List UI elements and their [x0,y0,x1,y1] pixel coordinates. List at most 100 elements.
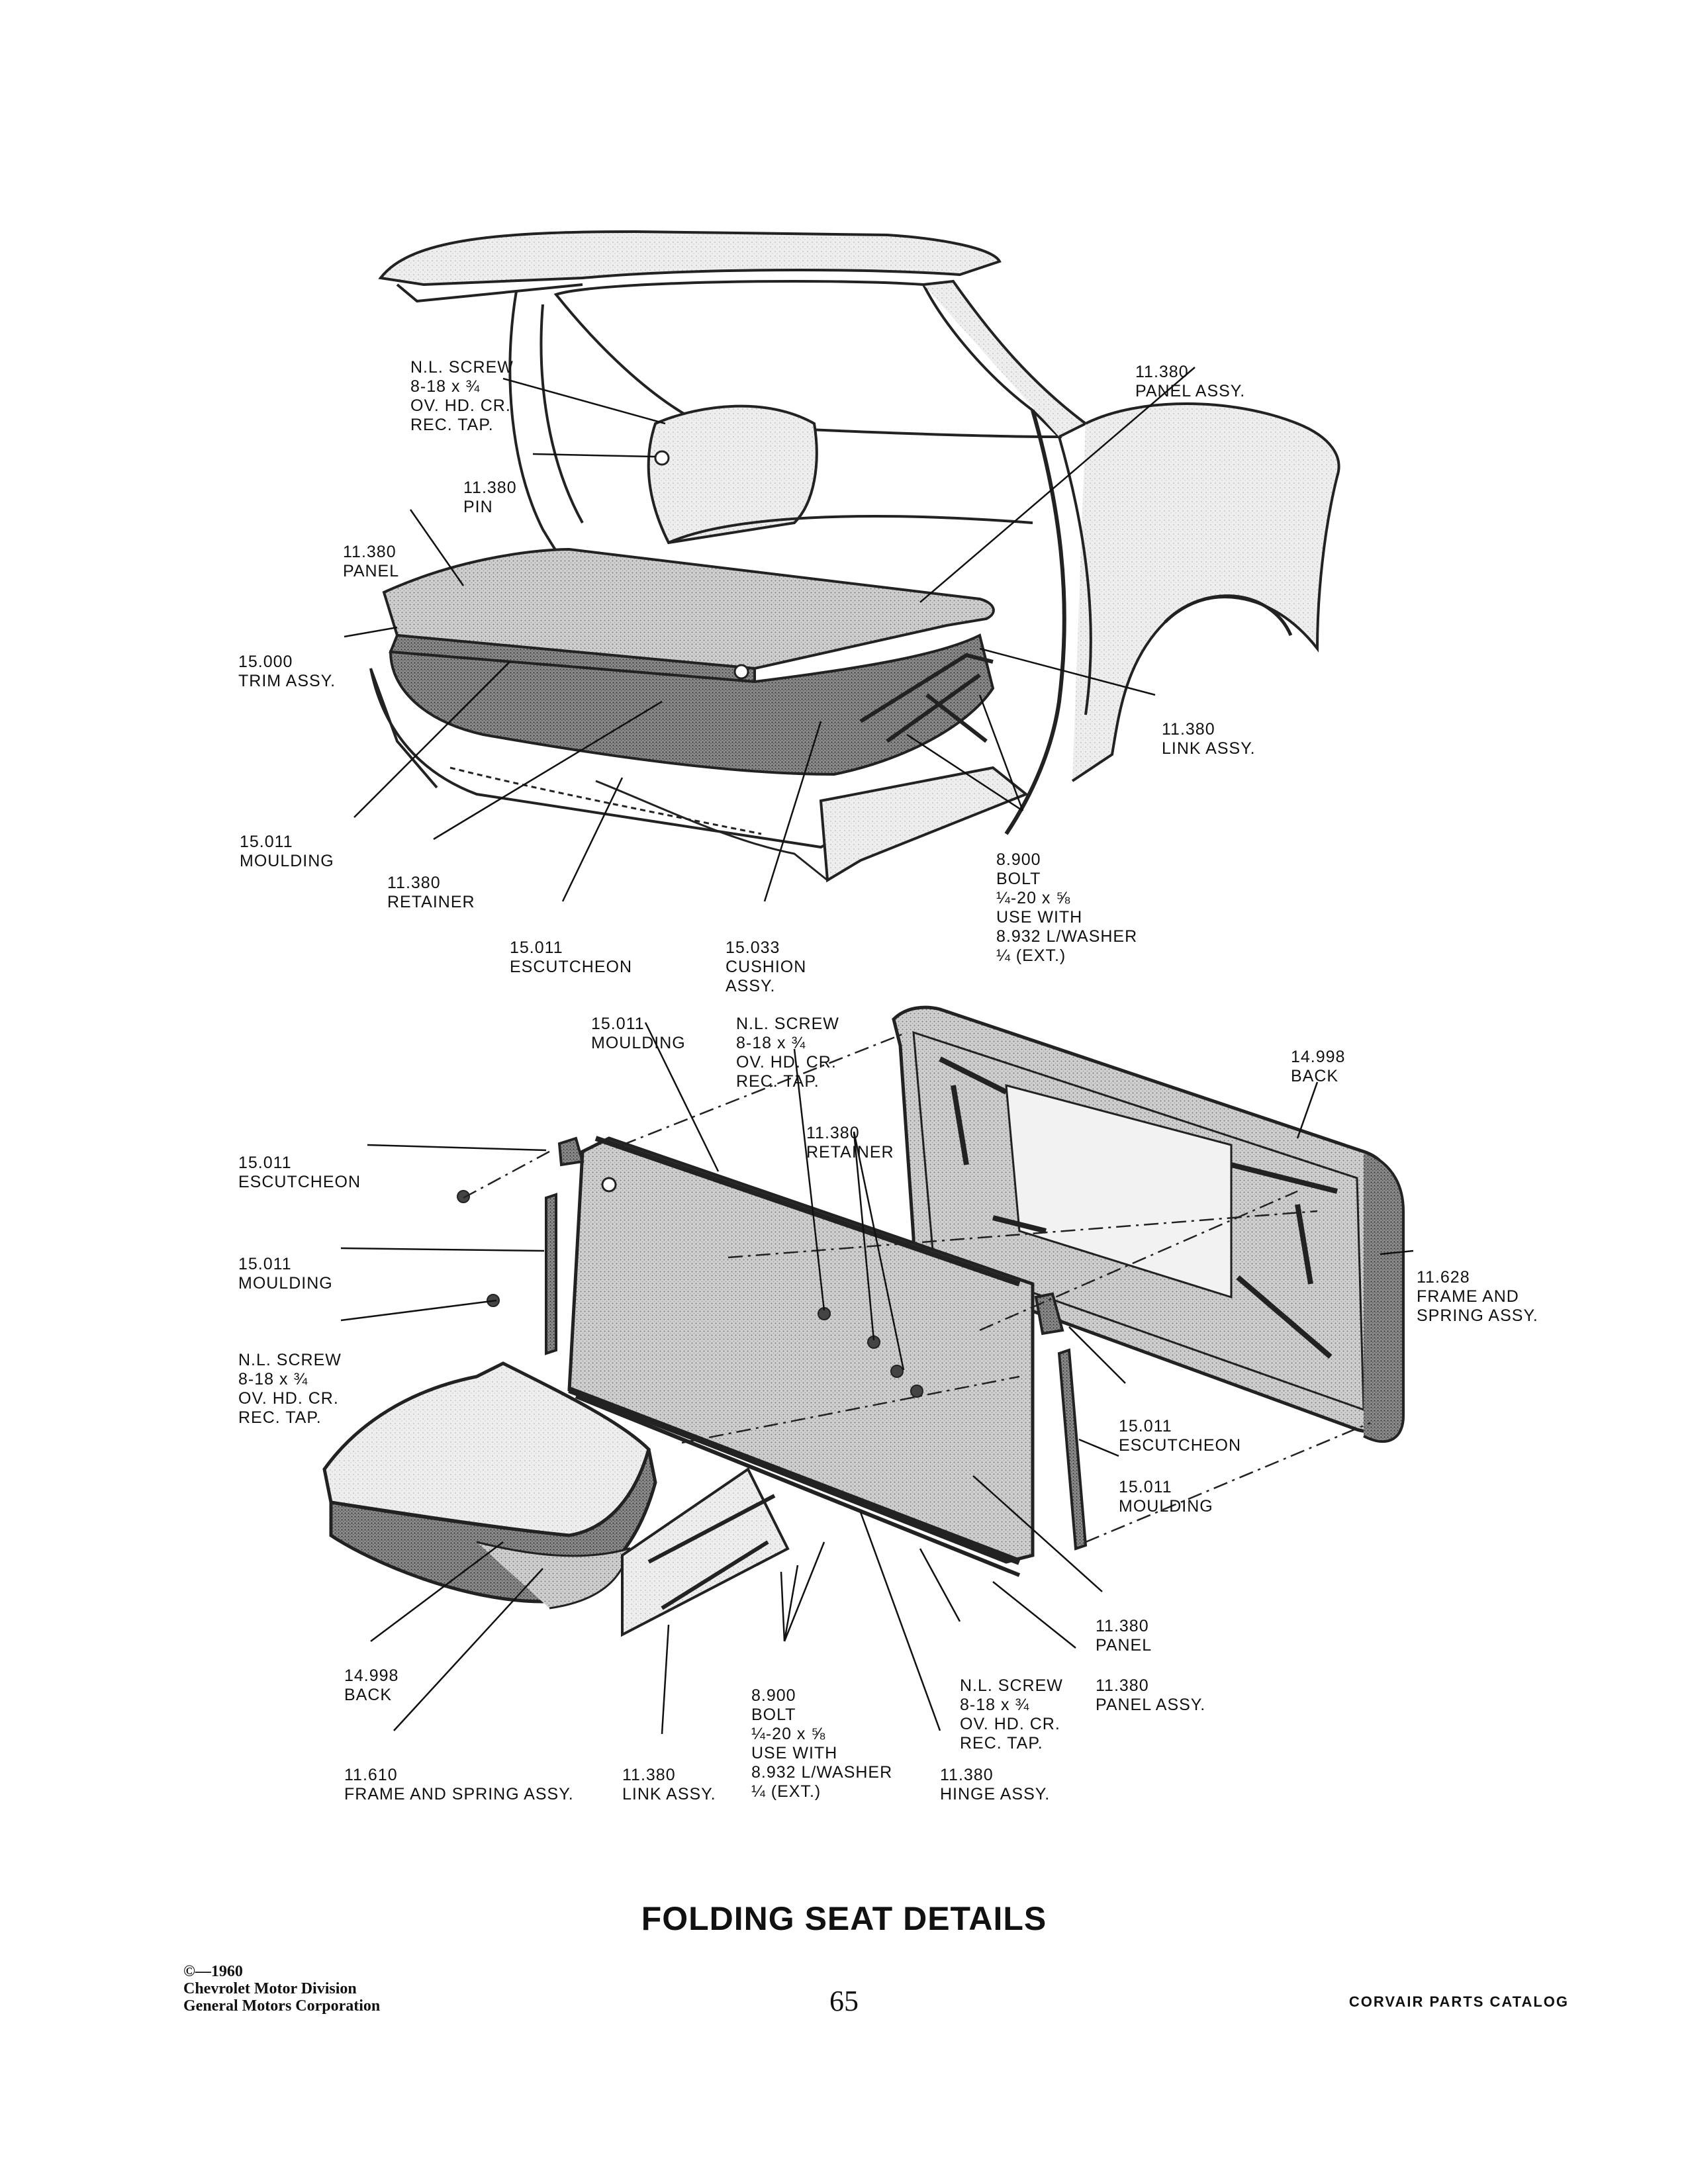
callout-code: 15.011 [591,1015,645,1033]
callout-code: 11.380 [463,478,517,497]
callout-label: HINGE ASSY. [940,1785,1051,1803]
callout-code: 11.380 [806,1124,860,1142]
callout-label: LINK ASSY. [622,1785,716,1803]
link-mechanism-upper [654,450,994,743]
left-moulding-lower [545,1136,585,1355]
callout-label: 8-18 x ¾ OV. HD. CR. REC. TAP. [960,1696,1060,1752]
sill-end-cap [819,766,1029,883]
callout-label: CUSHION ASSY. [726,958,807,995]
callout-label: FRAME AND SPRING ASSY. [1417,1287,1538,1325]
callout-label: MOULDING [1119,1497,1213,1516]
hinge-and-link-lower [568,1387,1021,1637]
panel-assy-lower [457,1136,1035,1577]
seat-back-and-frame-lower [322,1361,657,1610]
callout-label: MOULDING [240,852,334,870]
copyright-block: ©—1960 Chevrolet Motor Division General … [183,1963,380,2015]
callout-code: 15.000 [238,653,293,671]
callout-label: 8-18 x ¾ OV. HD. CR. REC. TAP. [238,1370,339,1427]
callout-code: 11.380 [387,874,441,892]
page-number: 65 [829,1985,859,2017]
callout-label: PIN [463,498,493,516]
callout-code: N.L. SCREW [736,1015,839,1033]
callout-code: 15.011 [510,938,563,957]
callout-code: 11.380 [622,1766,676,1784]
callout-label: 8-18 x ¾ OV. HD. CR. REC. TAP. [736,1034,837,1091]
leader-lines [340,367,1414,1735]
callout-code: 15.011 [1119,1478,1172,1496]
callout-code: 11.380 [1162,720,1215,739]
callout-code: 15.011 [238,1255,292,1273]
seat-back-panel-upper [382,547,995,684]
callout-label: ESCUTCHEON [510,958,633,976]
callout-code: 15.011 [238,1154,292,1172]
callout-label: BACK [344,1686,393,1704]
assembly-guide-lines [463,1031,1371,1543]
callout-code: 11.610 [344,1766,398,1784]
callout-code: 14.998 [344,1666,399,1685]
catalog-name: CORVAIR PARTS CATALOG [1348,1993,1569,2010]
callout-code: 11.628 [1417,1268,1470,1287]
car-body-upper-view [378,230,1340,835]
copyright-line: Chevrolet Motor Division [183,1980,357,1997]
callout-label: RETAINER [806,1143,894,1161]
callout-code: 11.380 [940,1766,994,1784]
callout-code: 15.033 [726,938,780,957]
callout-code: 11.380 [343,543,397,561]
callout-label: BOLT ¼-20 x ⅝ USE WITH 8.932 L/WASHER ¼ … [751,1706,893,1801]
callout-label: MOULDING [238,1274,333,1293]
callout-label: BOLT ¼-20 x ⅝ USE WITH 8.932 L/WASHER ¼ … [996,870,1138,965]
callout-label: TRIM ASSY. [238,672,336,690]
callout-code: N.L. SCREW [238,1351,342,1369]
callout-code: 14.998 [1291,1048,1346,1066]
callout-code: 15.011 [240,833,293,851]
callout-label: RETAINER [387,893,475,911]
callout-label: PANEL [343,562,400,580]
callout-code: 15.011 [1119,1417,1172,1435]
callout-code: N.L. SCREW [410,358,514,377]
callout-code: N.L. SCREW [960,1676,1063,1695]
callout-label: 8-18 x ¾ OV. HD. CR. REC. TAP. [410,377,511,434]
callout-label: ESCUTCHEON [1119,1436,1242,1455]
page-title: FOLDING SEAT DETAILS [641,1900,1047,1937]
right-moulding-lower [1034,1292,1088,1551]
copyright-line: ©—1960 [183,1963,243,1980]
callout-label: FRAME AND SPRING ASSY. [344,1785,574,1803]
callout-code: 11.380 [1096,1617,1149,1635]
copyright-line: General Motors Corporation [183,1997,381,2015]
seat-back-lower [892,1005,1405,1443]
callout-code: 11.380 [1135,363,1189,381]
callout-label: PANEL ASSY. [1096,1696,1206,1714]
callout-label: BACK [1291,1067,1339,1085]
callout-label: PANEL [1096,1636,1152,1655]
callout-label: MOULDING [591,1034,686,1052]
callout-code: 8.900 [996,850,1041,869]
callout-label: ESCUTCHEON [238,1173,361,1191]
